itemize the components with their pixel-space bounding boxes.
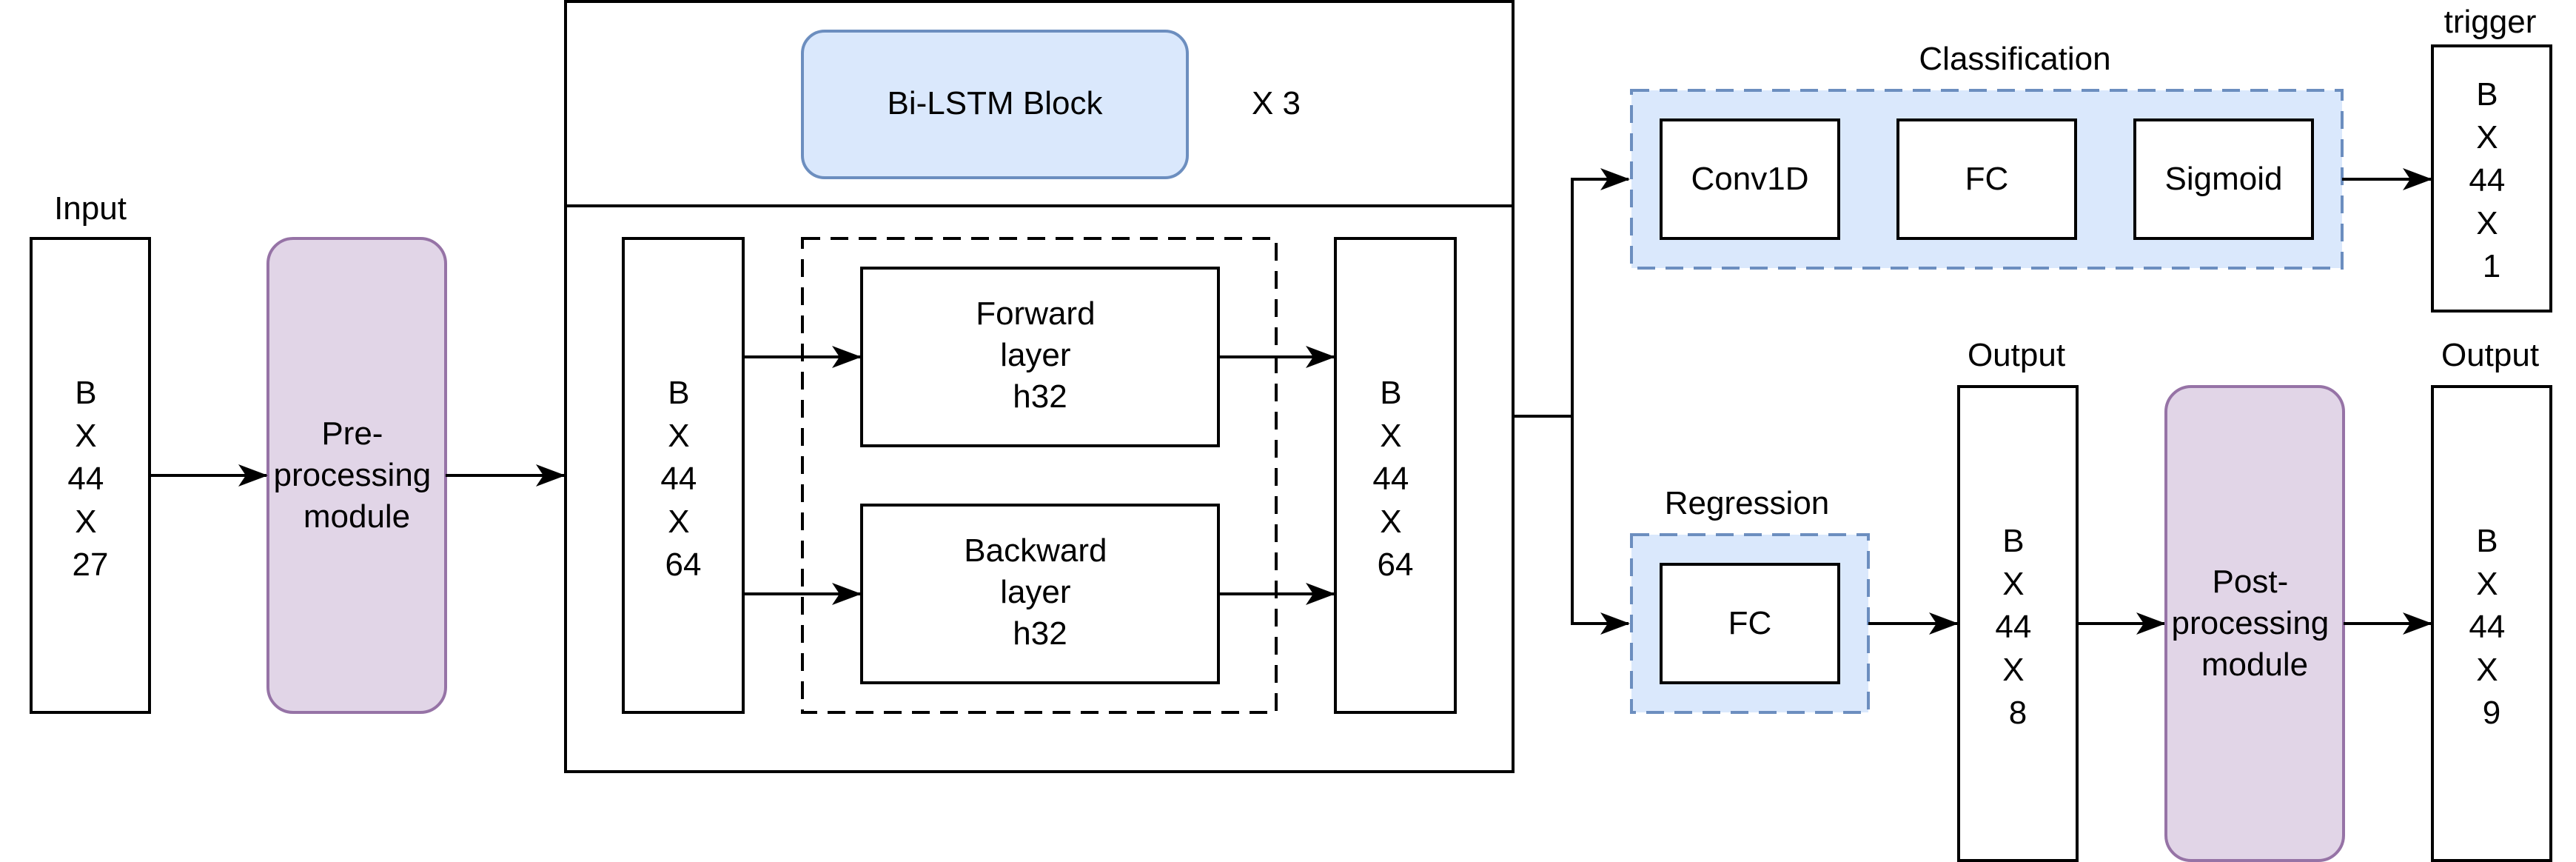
trigger-label: trigger [2444, 4, 2537, 40]
preprocessing-module-text: Pre- processing module [273, 415, 440, 535]
classification-fc-box [1896, 118, 2077, 240]
classification-label: Classification [1919, 41, 2110, 77]
output-final-tensor-text: B X 44 X 9 [2469, 523, 2514, 731]
output-mid-label: Output [1968, 337, 2065, 373]
regression-fc-box [1660, 563, 1840, 684]
postprocessing-module-text: Post- processing module [2171, 564, 2338, 683]
backward-layer-box [860, 504, 1220, 684]
input-tensor-text: B X 44 X 27 [67, 375, 113, 583]
bilstm-layers-dashed-group [801, 237, 1278, 714]
output-final-tensor-box [2431, 385, 2552, 862]
bilstm-in-tensor-box [622, 237, 745, 714]
conv1d-box [1660, 118, 1840, 240]
sigmoid-label: Sigmoid [2165, 161, 2283, 197]
trigger-tensor-box [2431, 44, 2552, 313]
bilstm-out-tensor-box [1334, 237, 1457, 714]
output-final-label: Output [2441, 337, 2539, 373]
bilstm-out-tensor-text: B X 44 X 64 [1372, 375, 1418, 583]
regression-fc-label: FC [1728, 605, 1772, 641]
sigmoid-box [2133, 118, 2314, 240]
trigger-tensor-text: B X 44 X 1 [2469, 76, 2514, 284]
connector-bilstm-to-regression [1571, 416, 1630, 635]
forward-layer-text: Forward layer h32 [976, 295, 1104, 415]
bilstm-block-label: Bi-LSTM Block [888, 85, 1104, 121]
output-mid-tensor-text: B X 44 X 8 [1995, 523, 2040, 731]
bilstm-repeat-label: X 3 [1252, 85, 1301, 121]
input-tensor-box [30, 237, 151, 714]
forward-layer-box [860, 267, 1220, 447]
regression-label: Regression [1665, 485, 1830, 521]
bilstm-block-box [801, 30, 1189, 179]
connector-bilstm-split [1513, 168, 1630, 418]
classification-fc-label: FC [1965, 161, 2009, 197]
input-label: Input [54, 190, 127, 227]
conv1d-label: Conv1D [1691, 161, 1809, 197]
output-mid-tensor-box [1957, 385, 2079, 862]
backward-layer-text: Backward layer h32 [964, 532, 1116, 652]
bilstm-in-tensor-text: B X 44 X 64 [660, 375, 705, 583]
